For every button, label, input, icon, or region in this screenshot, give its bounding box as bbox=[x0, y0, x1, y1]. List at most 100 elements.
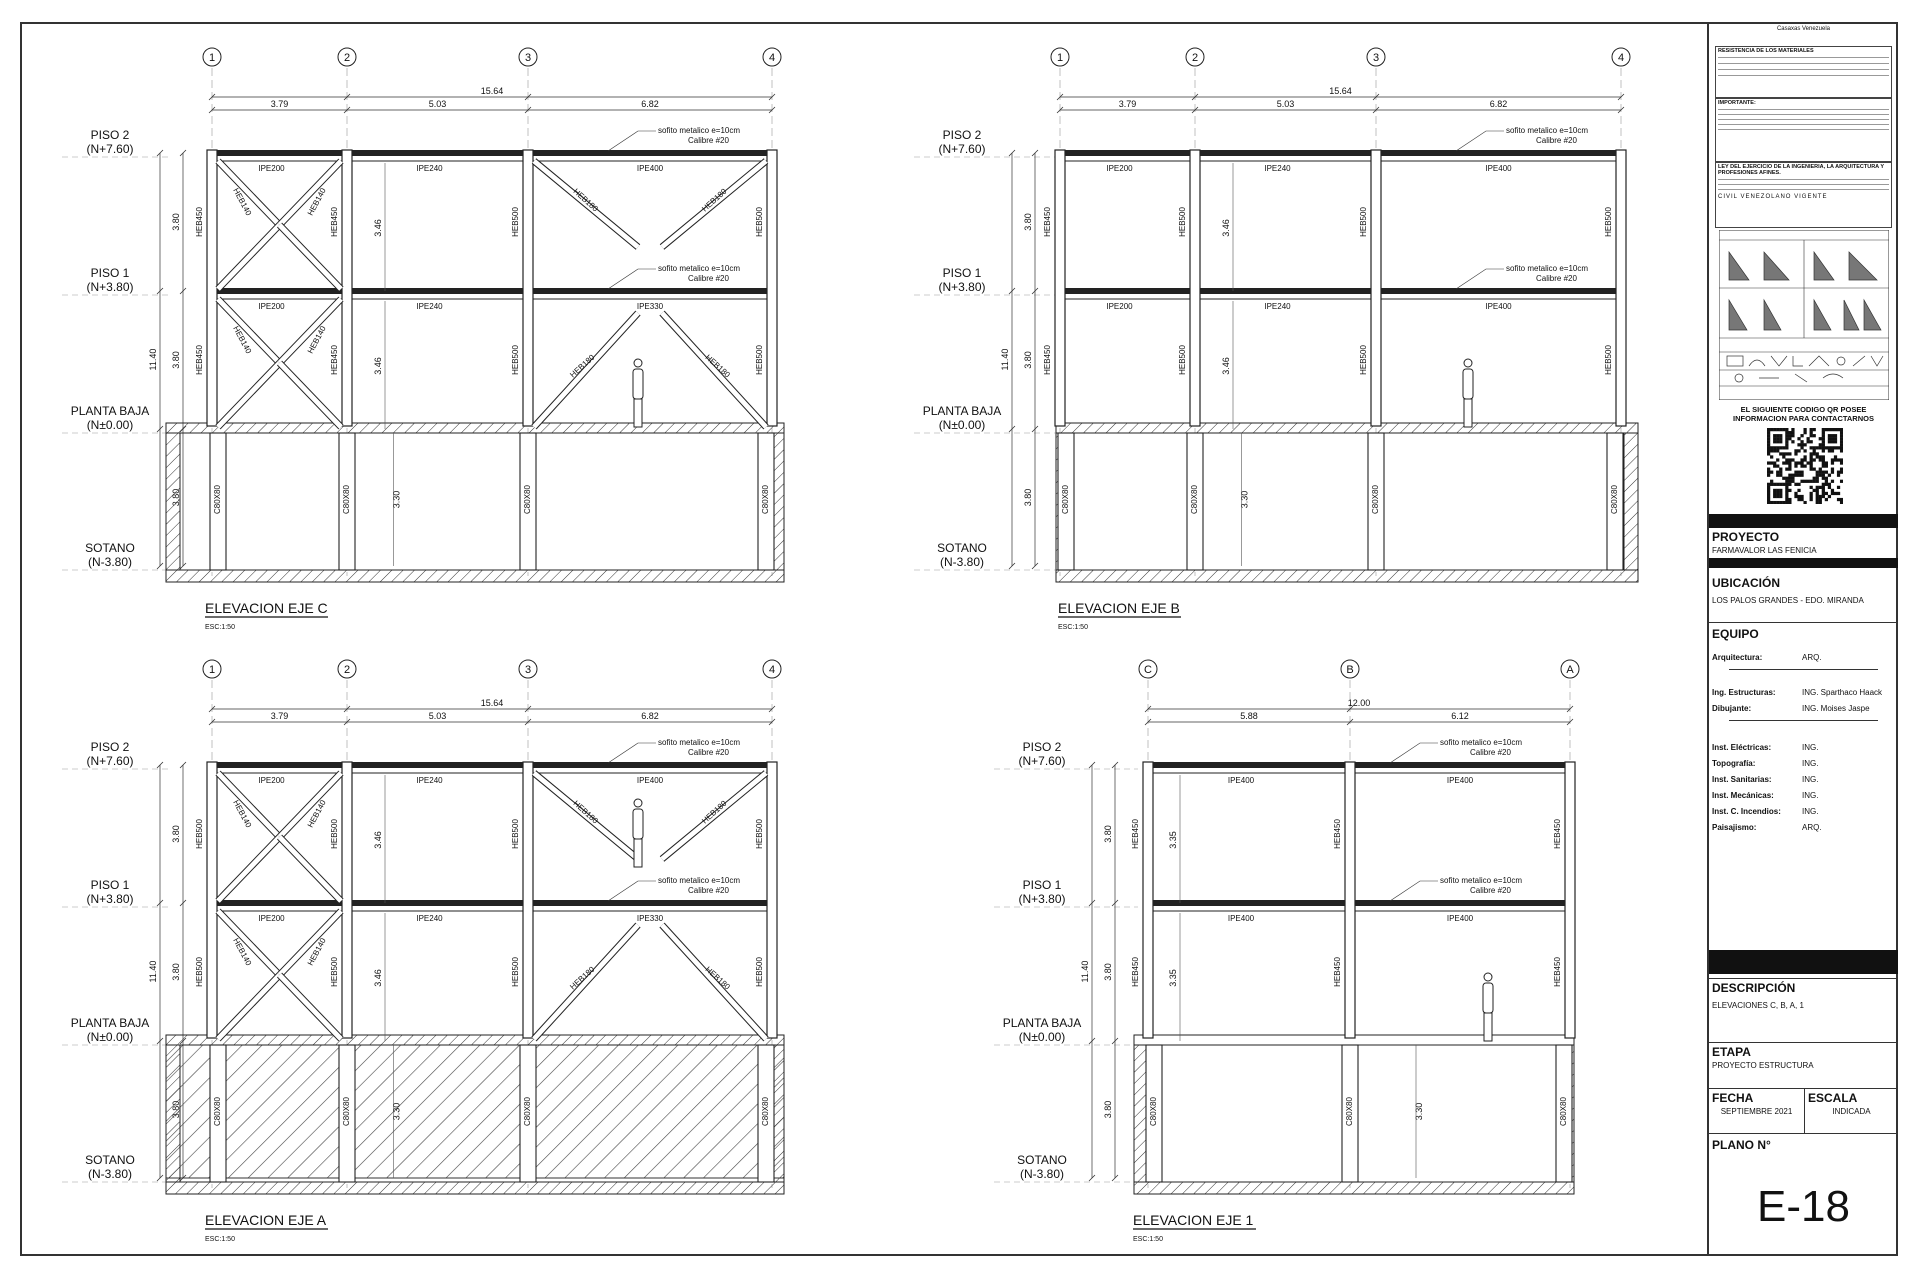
storey-dimension: 3.80 bbox=[1103, 963, 1113, 981]
dim-tick bbox=[1031, 562, 1039, 570]
ubicacion-label: UBICACIÓN bbox=[1712, 576, 1780, 590]
equipo-role: Ing. Estructuras: bbox=[1712, 687, 1776, 697]
dim-tick bbox=[1031, 425, 1039, 433]
brace-inner bbox=[277, 297, 343, 365]
level-elevation: (N+7.60) bbox=[86, 142, 133, 156]
column-label: HEB450 bbox=[1043, 207, 1052, 237]
beam-label: IPE330 bbox=[637, 914, 664, 923]
title-block-divider bbox=[1709, 514, 1898, 528]
concrete-column bbox=[1367, 432, 1385, 571]
foundation-slab bbox=[165, 569, 785, 583]
span-dimension: 6.12 bbox=[1451, 711, 1469, 721]
importante-note: IMPORTANTE: bbox=[1715, 98, 1892, 162]
title-block-divider bbox=[1709, 950, 1898, 974]
beam-label: IPE200 bbox=[258, 164, 285, 173]
brace-inner bbox=[532, 923, 640, 1041]
clear-height: 3.30 bbox=[392, 491, 402, 509]
equipo-name: ING. bbox=[1802, 758, 1819, 768]
level-name: PLANTA BAJA bbox=[1003, 1016, 1081, 1030]
equipo-row: Paisajismo:ARQ. bbox=[1709, 819, 1898, 835]
equipo-signature-line bbox=[1729, 669, 1878, 670]
axis-label: 3 bbox=[1373, 52, 1379, 64]
level-elevation: (N+7.60) bbox=[938, 142, 985, 156]
beam-label: IPE240 bbox=[1264, 302, 1291, 311]
equipo-role: Arquitectura: bbox=[1712, 652, 1763, 662]
dim-tick bbox=[208, 106, 216, 114]
span-dimension: 6.82 bbox=[641, 711, 659, 721]
dim-tick bbox=[156, 562, 164, 570]
sofito-note: sofito metalico e=10cm bbox=[658, 126, 740, 135]
sofito-note: Calibre #20 bbox=[1470, 748, 1511, 757]
dim-tick bbox=[1111, 899, 1119, 907]
ground-slab bbox=[165, 1034, 785, 1046]
fecha-value: SEPTIEMBRE 2021 bbox=[1720, 1107, 1793, 1116]
column-label: HEB500 bbox=[1178, 345, 1187, 375]
beam-label: IPE400 bbox=[1485, 164, 1512, 173]
dim-tick bbox=[1088, 1174, 1096, 1182]
clear-height: 3.46 bbox=[1221, 219, 1231, 237]
descripcion-section: DESCRIPCIÓN ELEVACIONES C, B, A, 1 bbox=[1709, 978, 1898, 1010]
concrete-column bbox=[1555, 1044, 1573, 1183]
dim-tick bbox=[1346, 718, 1354, 726]
axis-label: 4 bbox=[769, 52, 775, 64]
elevation-title: ELEVACION EJE C bbox=[205, 600, 328, 616]
equipo-role: Inst. Sanitarias: bbox=[1712, 774, 1772, 784]
dim-tick bbox=[156, 425, 164, 433]
dim-tick bbox=[179, 562, 187, 570]
column-label: C80X80 bbox=[213, 1097, 222, 1126]
deck-beam bbox=[208, 150, 776, 156]
equipo-row: Topografía: ING. bbox=[1709, 755, 1898, 771]
column-label: C80X80 bbox=[1190, 485, 1199, 514]
level-elevation: (N+3.80) bbox=[1018, 892, 1065, 906]
etapa-label: ETAPA bbox=[1712, 1045, 1751, 1059]
column-label: C80X80 bbox=[1371, 485, 1380, 514]
dim-tick bbox=[1191, 106, 1199, 114]
leader-line bbox=[1455, 130, 1504, 152]
storey-dimension: 3.80 bbox=[1103, 825, 1113, 843]
leader-line bbox=[607, 742, 656, 764]
equipo-name: ING. Moises Jaspe bbox=[1802, 703, 1870, 713]
fecha-label: FECHA bbox=[1712, 1091, 1754, 1105]
brace-inner bbox=[660, 159, 768, 249]
equipo-role: Topografía: bbox=[1712, 758, 1756, 768]
sofito-note: Calibre #20 bbox=[1470, 886, 1511, 895]
dim-tick bbox=[1008, 425, 1016, 433]
column-label: C80X80 bbox=[523, 1097, 532, 1126]
clear-height: 3.30 bbox=[1414, 1103, 1424, 1121]
ground-slab bbox=[1055, 422, 1639, 434]
elevation-title: ELEVACION EJE A bbox=[205, 1212, 327, 1228]
concrete-column bbox=[338, 432, 356, 571]
concrete-column bbox=[209, 432, 227, 571]
brace-inner bbox=[277, 909, 343, 977]
axis-label: 2 bbox=[344, 52, 350, 64]
ground-slab bbox=[165, 422, 785, 434]
concrete-column bbox=[1341, 1044, 1359, 1183]
axis-bubble bbox=[518, 47, 538, 67]
level-name: SOTANO bbox=[85, 541, 135, 555]
sofito-note: sofito metalico e=10cm bbox=[658, 738, 740, 747]
dim-tick bbox=[524, 705, 532, 713]
overall-dimension: 15.64 bbox=[481, 698, 504, 708]
foundation-slab bbox=[165, 1181, 785, 1195]
column-label: HEB500 bbox=[511, 345, 520, 375]
escala-label: ESCALA bbox=[1808, 1091, 1858, 1105]
column-label: HEB500 bbox=[330, 819, 339, 849]
steel-column bbox=[766, 761, 778, 1039]
dim-tick bbox=[768, 718, 776, 726]
equipo-row: Arquitectura:ARQ. bbox=[1709, 649, 1898, 665]
foundation-slab bbox=[1055, 569, 1639, 583]
elevation-title: ELEVACION EJE B bbox=[1058, 600, 1180, 616]
importante-note-title: IMPORTANTE: bbox=[1718, 100, 1756, 106]
beam-label: IPE200 bbox=[1106, 302, 1133, 311]
storey-dimension: 3.80 bbox=[171, 825, 181, 843]
span-dimension: 6.82 bbox=[1490, 99, 1508, 109]
brace-inner bbox=[216, 223, 282, 291]
leader-line bbox=[1389, 880, 1438, 902]
clear-height: 3.46 bbox=[1221, 357, 1231, 375]
axis-bubble bbox=[1050, 47, 1070, 67]
dim-tick bbox=[1088, 899, 1096, 907]
elevation-scale: ESC:1:50 bbox=[205, 1236, 235, 1243]
foundation-slab bbox=[1133, 1181, 1575, 1195]
